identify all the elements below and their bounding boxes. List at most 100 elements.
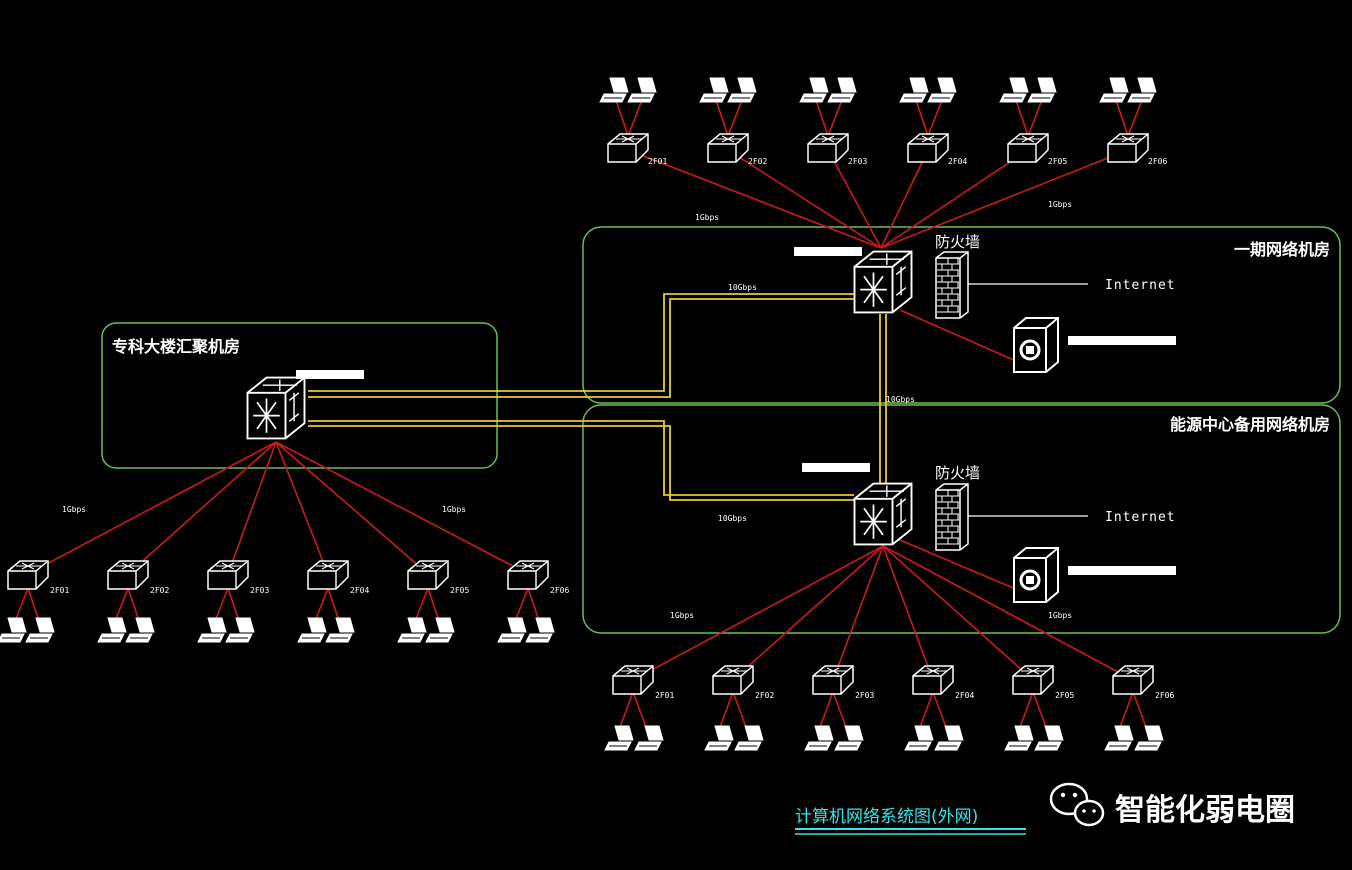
switch-code: 2F06 <box>550 586 569 595</box>
redacted-bar <box>802 463 870 472</box>
access-link <box>818 691 834 731</box>
access-link <box>832 691 848 731</box>
internet-label-b: Internet <box>1105 278 1176 293</box>
firewall-icon <box>935 483 969 551</box>
core-switch-icon <box>853 250 913 314</box>
speed-label: 10Gbps <box>728 283 757 292</box>
switch-code: 2F04 <box>955 691 974 700</box>
workstation-icon <box>627 77 657 103</box>
access-link <box>1015 99 1029 137</box>
access-link <box>915 99 929 137</box>
room-b-enclosure <box>582 226 1341 404</box>
room-c-enclosure <box>582 404 1341 634</box>
fiber-link <box>308 420 854 496</box>
access-link <box>832 545 884 681</box>
access-switch-icon <box>207 560 249 590</box>
access-switch-icon <box>712 665 754 695</box>
workstation-icon <box>1134 725 1164 751</box>
workstation-icon <box>1027 77 1057 103</box>
speed-label: 1Gbps <box>695 213 719 222</box>
workstation-icon <box>634 725 664 751</box>
workstation-icon <box>727 77 757 103</box>
fiber-link <box>308 425 854 501</box>
access-link <box>632 691 648 731</box>
access-switch-icon <box>707 133 749 163</box>
workstation-icon <box>297 617 327 643</box>
server-icon <box>1013 547 1059 603</box>
access-link <box>882 545 1134 681</box>
access-link <box>882 545 1034 681</box>
firewall-label-c: 防火墙 <box>935 464 980 482</box>
switch-code: 2F05 <box>1048 157 1067 166</box>
switch-code: 2F04 <box>948 157 967 166</box>
workstation-icon <box>999 77 1029 103</box>
access-link <box>615 99 629 137</box>
speed-label: 1Gbps <box>670 611 694 620</box>
workstation-icon <box>25 617 55 643</box>
access-link <box>275 441 429 575</box>
workstation-icon <box>699 77 729 103</box>
access-link <box>880 149 1029 249</box>
workstation-icon <box>1104 725 1134 751</box>
workstation-icon <box>599 77 629 103</box>
speed-label: 1Gbps <box>62 505 86 514</box>
internet-label-c: Internet <box>1105 510 1176 525</box>
room-b-label: 一期网络机房 <box>1234 240 1330 259</box>
access-link <box>1018 691 1034 731</box>
switch-code: 2F05 <box>1055 691 1074 700</box>
access-link <box>899 539 1019 591</box>
switch-code: 2F01 <box>648 157 667 166</box>
access-link <box>727 149 882 249</box>
fiber-link <box>308 298 854 398</box>
speed-label: 10Gbps <box>886 395 915 404</box>
access-link <box>880 149 929 249</box>
fiber-link <box>308 293 854 392</box>
workstation-icon <box>1127 77 1157 103</box>
switch-code: 2F01 <box>655 691 674 700</box>
room-a-enclosure <box>101 322 498 469</box>
workstation-icon <box>1099 77 1129 103</box>
switch-code: 2F02 <box>748 157 767 166</box>
access-link <box>927 99 943 137</box>
speed-label: 1Gbps <box>1048 200 1072 209</box>
access-switch-icon <box>1007 133 1049 163</box>
brand-text: 智能化弱电圈 <box>1115 793 1295 828</box>
access-link <box>827 99 843 137</box>
workstation-icon <box>225 617 255 643</box>
access-link <box>718 691 734 731</box>
speed-label: 1Gbps <box>1048 611 1072 620</box>
access-switch-icon <box>1112 665 1154 695</box>
switch-code: 2F05 <box>450 586 469 595</box>
access-switch-icon <box>912 665 954 695</box>
workstation-icon <box>827 77 857 103</box>
redacted-bar <box>1068 566 1176 575</box>
access-link <box>1118 691 1134 731</box>
switch-code: 2F04 <box>350 586 369 595</box>
access-link <box>227 441 277 575</box>
access-link <box>627 99 643 137</box>
access-link <box>632 545 884 681</box>
access-switch-icon <box>307 560 349 590</box>
redacted-bar <box>1068 336 1176 345</box>
access-link <box>732 691 748 731</box>
workstation-icon <box>1034 725 1064 751</box>
access-links <box>13 99 1148 731</box>
workstation-icon <box>799 77 829 103</box>
workstation-icon <box>834 725 864 751</box>
access-link <box>627 149 882 249</box>
room-c-label: 能源中心备用网络机房 <box>1170 415 1330 434</box>
devices <box>0 77 1164 751</box>
switch-code: 2F02 <box>150 586 169 595</box>
access-link <box>1027 99 1043 137</box>
access-link <box>932 691 948 731</box>
speed-label: 10Gbps <box>718 514 747 523</box>
access-switch-icon <box>507 560 549 590</box>
access-switch-icon <box>407 560 449 590</box>
switch-code: 2F02 <box>755 691 774 700</box>
access-link <box>275 441 329 575</box>
wechat-icon <box>1049 782 1105 827</box>
access-link <box>815 99 829 137</box>
workstation-icon <box>704 725 734 751</box>
workstation-icon <box>734 725 764 751</box>
